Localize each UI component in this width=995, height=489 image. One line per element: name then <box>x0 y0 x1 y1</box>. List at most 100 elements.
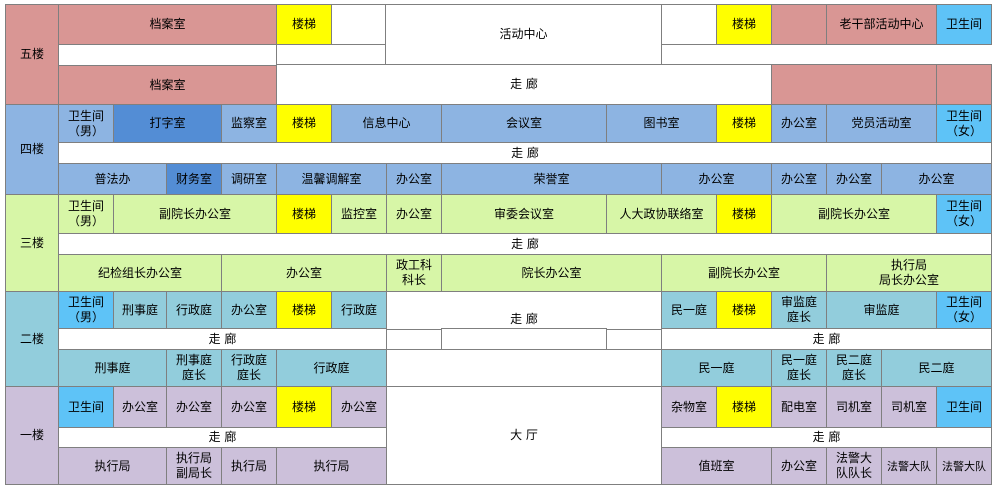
room-driver-a: 司机室 <box>826 386 882 428</box>
room-office-4e: 办公室 <box>826 163 882 195</box>
room-office-4d: 办公室 <box>771 163 827 195</box>
floor-label-5: 五楼 <box>5 4 59 105</box>
room-trial-sup-chief: 审监庭 庭长 <box>771 291 827 329</box>
floor-label-4: 四楼 <box>5 104 59 195</box>
toilet-1-west: 卫生间 <box>58 386 114 428</box>
room-civil1-court-south: 民一庭 <box>661 349 772 387</box>
room-trial-sup: 审监庭 <box>826 291 937 329</box>
stairs-4-east: 楼梯 <box>716 104 772 143</box>
room-office-2a: 办公室 <box>221 291 277 329</box>
room-mediation: 温馨调解室 <box>276 163 387 195</box>
main-hall: 大 厅 <box>386 386 662 485</box>
room-committee: 审委会议室 <box>441 194 607 234</box>
floor-label-3: 三楼 <box>5 194 59 292</box>
room-exec-bureau-b: 执行局 <box>221 447 277 485</box>
room-exec-chief: 执行局 局长办公室 <box>826 254 992 292</box>
corridor-3: 走 廊 <box>58 233 992 255</box>
room-office-1e: 办公室 <box>771 447 827 485</box>
room-storage: 杂物室 <box>661 386 717 428</box>
toilet-1-east: 卫生间 <box>936 386 992 428</box>
toilet-3-female: 卫生间 （女） <box>936 194 992 234</box>
room-admin-court-south: 行政庭 <box>276 349 387 387</box>
room-office-1c: 办公室 <box>221 386 277 428</box>
atrium-2-mid <box>441 328 607 350</box>
room-police-b: 法警大队 <box>936 447 992 485</box>
room-vp-office-south: 副院长办公室 <box>661 254 827 292</box>
room-honor: 荣誉室 <box>441 163 662 195</box>
toilet-2-male: 卫生间 （男） <box>58 291 114 329</box>
atrium-2-bottom <box>386 349 662 387</box>
floor-label-2: 二楼 <box>5 291 59 387</box>
room-blank-5b <box>661 4 717 45</box>
stairs-2-west: 楼梯 <box>276 291 332 329</box>
corridor-2-east: 走 廊 <box>661 328 992 350</box>
room-driver-b: 司机室 <box>881 386 937 428</box>
room-civil2-chief: 民二庭 庭长 <box>826 349 882 387</box>
room-police-chief: 法警大 队队长 <box>826 447 882 485</box>
stairs-4-west: 楼梯 <box>276 104 332 143</box>
room-vp-office-west: 副院长办公室 <box>113 194 277 234</box>
toilet-4-male: 卫生间 （男） <box>58 104 114 143</box>
corridor-2-west: 走 廊 <box>58 328 387 350</box>
toilet-2-female: 卫生间 （女） <box>936 291 992 329</box>
stairs-3-east: 楼梯 <box>716 194 772 234</box>
room-typing: 打字室 <box>113 104 222 143</box>
stairs-1-east: 楼梯 <box>716 386 772 428</box>
room-archive-b: 档案室 <box>58 65 277 105</box>
stairs-1-west: 楼梯 <box>276 386 332 428</box>
room-civil1-court: 民一庭 <box>661 291 717 329</box>
stairs-3-west: 楼梯 <box>276 194 332 234</box>
room-exec-deputy: 执行局 副局长 <box>166 447 222 485</box>
room-civil1-chief: 民一庭 庭长 <box>771 349 827 387</box>
room-office-3b: 办公室 <box>221 254 387 292</box>
stairs-5-west: 楼梯 <box>276 4 332 45</box>
room-monitor: 监控室 <box>331 194 387 234</box>
room-exec-bureau-a: 执行局 <box>58 447 167 485</box>
corridor-1-west: 走 廊 <box>58 427 387 448</box>
room-office-1a: 办公室 <box>113 386 167 428</box>
room-political-chief: 政工科 科长 <box>386 254 442 292</box>
corridor-1-east: 走 廊 <box>661 427 992 448</box>
room-office-1d: 办公室 <box>331 386 387 428</box>
corridor-2-east-label: 走 廊 <box>812 331 841 346</box>
room-activity-center: 活动中心 <box>385 4 662 65</box>
corridor-2-center-label: 走 廊 <box>510 312 538 326</box>
room-criminal-court: 刑事庭 <box>113 291 167 329</box>
room-criminal-chief: 刑事庭 庭长 <box>166 349 222 387</box>
corridor-3-label: 走 廊 <box>511 236 539 251</box>
room-admin-court-b: 行政庭 <box>331 291 387 329</box>
stairs-5-east: 楼梯 <box>716 4 772 45</box>
room-admin-court: 行政庭 <box>166 291 222 329</box>
room-office-4c: 办公室 <box>661 163 772 195</box>
corridor-2-west-label: 走 廊 <box>208 331 237 346</box>
corridor-1-west-label: 走 廊 <box>208 430 237 444</box>
room-blank-5c <box>771 4 827 45</box>
room-office-4f: 办公室 <box>881 163 992 195</box>
room-office-4b: 办公室 <box>386 163 442 195</box>
room-police-a: 法警大队 <box>881 447 937 485</box>
room-vp-office-east: 副院长办公室 <box>771 194 937 234</box>
room-power: 配电室 <box>771 386 827 428</box>
room-meeting: 会议室 <box>441 104 607 143</box>
corridor-2-center: 走 廊 <box>386 310 662 330</box>
room-npc-liaison: 人大政协联络室 <box>606 194 717 234</box>
room-finance: 财务室 <box>166 163 222 195</box>
room-admin-chief: 行政庭 庭长 <box>221 349 277 387</box>
room-blank-5a <box>331 4 386 45</box>
main-hall-label: 大 厅 <box>510 428 538 442</box>
room-civil2-court: 民二庭 <box>881 349 992 387</box>
room-president: 院长办公室 <box>441 254 662 292</box>
stairs-2-east: 楼梯 <box>716 291 772 329</box>
room-blank-5e <box>936 64 992 105</box>
room-supervision: 监察室 <box>221 104 277 143</box>
corridor-1-east-label: 走 廊 <box>812 430 841 444</box>
room-office-3a: 办公室 <box>386 194 442 234</box>
room-archive-a: 档案室 <box>58 4 277 45</box>
room-law-office: 普法办 <box>58 163 167 195</box>
corridor-5: 走 廊 <box>276 64 772 105</box>
room-office-1b: 办公室 <box>166 386 222 428</box>
room-exec-bureau-c: 执行局 <box>276 447 387 485</box>
room-veteran-center: 老干部活动中心 <box>826 4 937 45</box>
corridor-4-label: 走 廊 <box>511 145 539 160</box>
